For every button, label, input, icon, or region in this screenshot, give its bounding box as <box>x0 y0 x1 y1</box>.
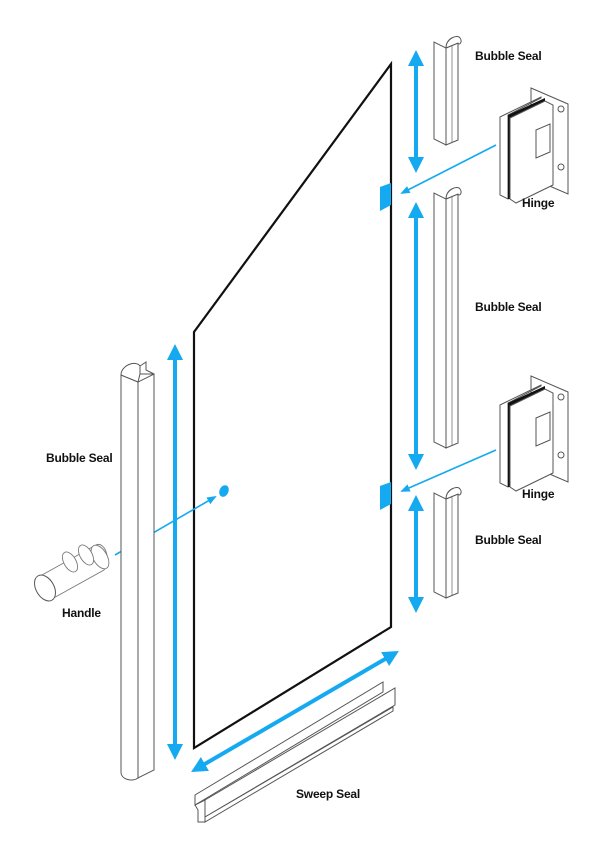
label-hinge-top: Hinge <box>522 196 555 210</box>
label-handle: Handle <box>62 606 101 620</box>
hinge-notch-top <box>380 183 391 211</box>
hinge-notch-bottom <box>380 482 391 510</box>
handle-hole <box>219 485 229 497</box>
hinge-top-leader <box>400 144 497 194</box>
label-sweep-seal: Sweep Seal <box>296 787 360 801</box>
hinge-bottom <box>499 375 569 492</box>
handle <box>34 543 110 602</box>
bubble-seal-middle <box>433 186 462 449</box>
sweep-seal <box>194 681 396 823</box>
label-bubble-seal-middle: Bubble Seal <box>475 300 541 314</box>
sweep-seal-arrow <box>191 650 399 773</box>
label-bubble-seal-left: Bubble Seal <box>46 451 112 465</box>
hinge-bottom-leader <box>400 449 497 492</box>
bubble-seal-bottom <box>433 486 462 599</box>
bubble-seal-top <box>433 35 462 146</box>
hinge-top <box>499 87 569 204</box>
glass-panel <box>192 60 393 750</box>
label-bubble-seal-top: Bubble Seal <box>475 49 541 63</box>
label-hinge-bottom: Hinge <box>522 487 555 501</box>
bubble-seal-left <box>120 361 155 781</box>
label-bubble-seal-bottom: Bubble Seal <box>475 533 541 547</box>
